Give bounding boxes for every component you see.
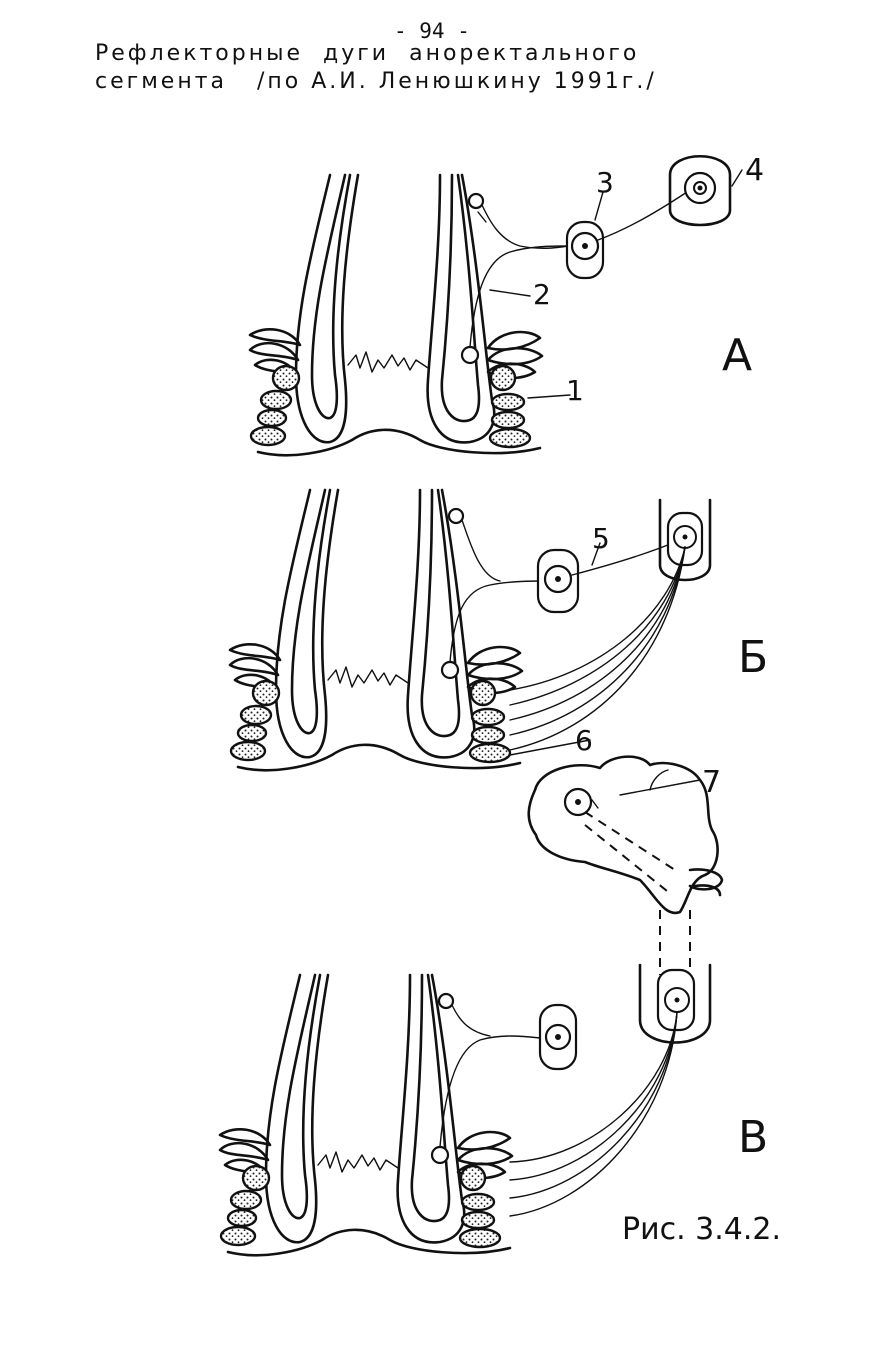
- callout-1: 1: [566, 374, 584, 407]
- page-number: - 94 -: [394, 19, 470, 43]
- panel-label-b: Б: [738, 632, 768, 683]
- panel-b: [228, 488, 712, 772]
- panel-c: [218, 963, 712, 1257]
- callout-2: 2: [533, 278, 551, 311]
- callout-5: 5: [592, 522, 610, 555]
- panel-a: [248, 155, 743, 457]
- callout-7: 7: [702, 765, 721, 800]
- title-line-2: сегмента /по А.И. Ленюшкину 1991г./: [95, 69, 657, 94]
- figure-caption: Рис. 3.4.2.: [622, 1212, 782, 1247]
- title-line-1: Рефлекторные дуги аноректального: [95, 41, 640, 66]
- panel-label-c: В: [738, 1112, 768, 1163]
- panel-label-a: А: [722, 330, 752, 381]
- callout-4: 4: [745, 153, 764, 188]
- callout-6: 6: [575, 724, 593, 757]
- page-title: Рефлекторные дуги аноректального сегмент…: [95, 40, 657, 96]
- callout-3: 3: [596, 166, 614, 199]
- brain: [527, 755, 724, 975]
